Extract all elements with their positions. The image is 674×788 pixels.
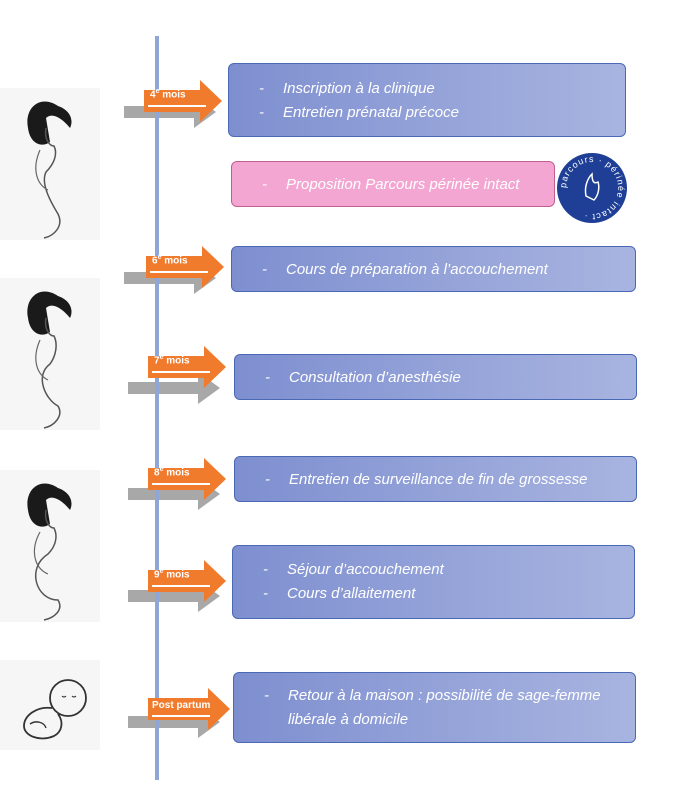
gray-arrow-icon	[128, 372, 220, 409]
step-box: Cours de préparation à l’accouchement	[231, 246, 636, 292]
gray-arrow-icon	[128, 706, 220, 743]
step-arrow: 6e mois	[146, 246, 224, 288]
step-box: Consultation d’anesthésie	[234, 354, 637, 400]
step-box: Inscription à la clinique Entretien prén…	[228, 63, 626, 137]
parcours-perinee-intact-logo: parcours · périnée intact ·	[556, 152, 628, 224]
step-item: Entretien de surveillance de fin de gros…	[265, 468, 636, 492]
step-arrow: Post partum	[148, 688, 230, 730]
step-label: 7e mois	[154, 354, 190, 367]
newborn-baby-icon	[0, 660, 100, 750]
timeline-axis	[155, 36, 159, 780]
step-item: Retour à la maison : possibilité de sage…	[264, 684, 621, 732]
highlight-box: Proposition Parcours périnée intact	[231, 161, 555, 207]
step-item: Séjour d’accouchement	[263, 558, 634, 582]
step-label-underline	[150, 271, 208, 273]
step-label-underline	[148, 105, 206, 107]
pregnant-woman-icon	[0, 88, 100, 240]
step-item: Consultation d’anesthésie	[265, 366, 636, 390]
step-label: 6e mois	[152, 254, 188, 267]
step-label-underline	[152, 371, 210, 373]
highlight-item: Proposition Parcours périnée intact	[262, 173, 554, 197]
step-item: Inscription à la clinique	[259, 77, 625, 101]
step-item: Cours d’allaitement	[263, 582, 634, 606]
gray-arrow-icon	[128, 478, 220, 515]
pregnant-woman-icon	[0, 278, 100, 430]
step-arrow: 8e mois	[148, 458, 226, 500]
step-label-underline	[152, 483, 210, 485]
step-box: Entretien de surveillance de fin de gros…	[234, 456, 637, 502]
step-label: Post partum	[152, 700, 211, 711]
step-box: Séjour d’accouchement Cours d’allaitemen…	[232, 545, 635, 619]
gray-arrow-icon	[128, 580, 220, 617]
step-label-underline	[152, 585, 210, 587]
step-label: 9e mois	[154, 568, 190, 581]
pregnant-woman-icon	[0, 470, 100, 622]
step-label: 4e mois	[150, 88, 186, 101]
step-label-underline	[152, 715, 210, 717]
step-box: Retour à la maison : possibilité de sage…	[233, 672, 636, 743]
step-arrow: 4e mois	[144, 80, 222, 122]
step-arrow: 7e mois	[148, 346, 226, 388]
step-arrow: 9e mois	[148, 560, 226, 602]
step-item: Cours de préparation à l’accouchement	[262, 258, 635, 282]
step-label: 8e mois	[154, 466, 190, 479]
step-item: Entretien prénatal précoce	[259, 101, 625, 125]
